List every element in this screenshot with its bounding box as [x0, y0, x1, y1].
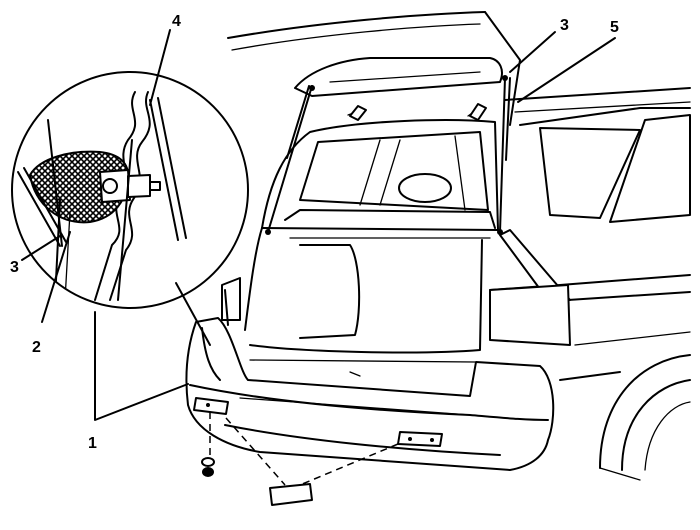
callout-3-left: 3 — [10, 259, 19, 276]
tailgate-open — [294, 57, 503, 121]
luggage-compartment — [244, 119, 499, 377]
magnifier-circle-detail — [11, 71, 249, 346]
callout-5: 5 — [610, 19, 619, 36]
license-plate-lamp — [225, 417, 399, 506]
callout-1: 1 — [88, 435, 97, 452]
mounting-fastener — [201, 412, 215, 477]
callout-3-top: 3 — [560, 17, 569, 34]
callout-labels: 4 3 5 3 2 1 — [10, 13, 619, 452]
leader-lines — [21, 29, 616, 421]
callout-4: 4 — [172, 13, 181, 30]
gas-strut-left — [265, 85, 315, 235]
callout-2: 2 — [32, 339, 41, 356]
gas-strut-right — [497, 75, 511, 235]
rear-bumper — [185, 317, 555, 471]
car-body — [221, 11, 691, 481]
